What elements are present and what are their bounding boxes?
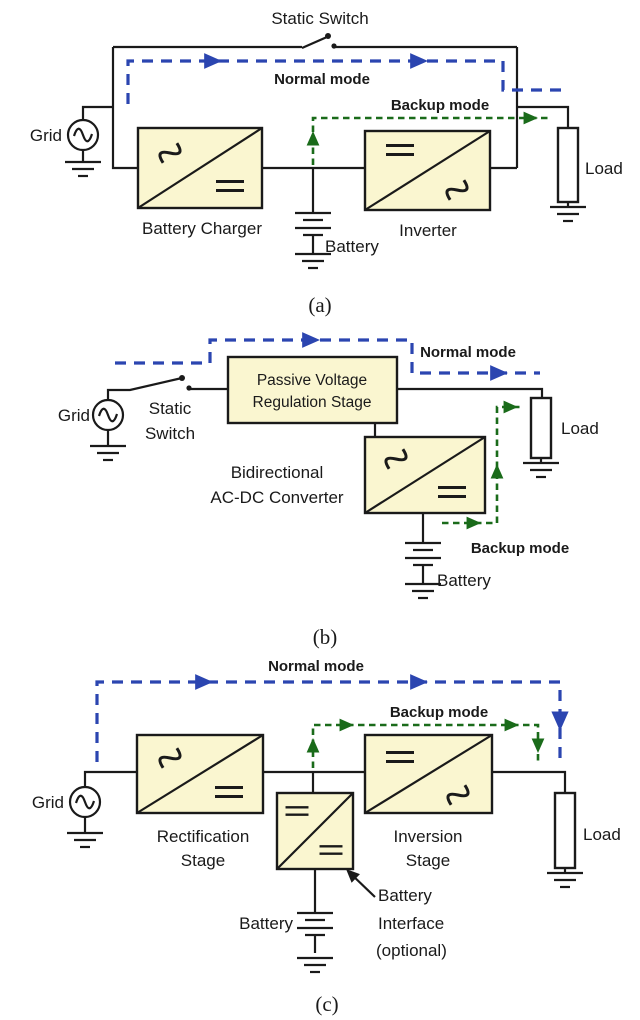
static-switch-label: Static Switch [271, 9, 368, 28]
grid-label: Grid [58, 406, 90, 425]
backup-mode-label: Backup mode [471, 540, 569, 557]
bidirectional-converter-box [363, 435, 487, 515]
switch-contact-dot [325, 33, 331, 39]
battery-charger-label: Battery Charger [142, 219, 262, 238]
grid-label: Grid [30, 126, 62, 145]
backup-mode-label: Backup mode [391, 97, 489, 114]
load-label: Load [585, 159, 623, 178]
panel-a: Static Switch Normal mode Backup mode Gr… [30, 9, 623, 317]
battery-charger-box [136, 126, 264, 210]
battery-label: Battery [437, 571, 491, 590]
normal-mode-label: Normal mode [268, 658, 364, 675]
inversion-stage-box [363, 733, 494, 815]
pvrs-box [226, 355, 399, 425]
backup-mode-label: Backup mode [390, 704, 488, 721]
battery-interface-label: Battery [378, 886, 432, 905]
backup-mode-path [306, 111, 548, 165]
rectification-stage-box [135, 733, 265, 815]
grid-label: Grid [32, 793, 64, 812]
load-resistor [521, 396, 561, 479]
panel-c: Normal mode Backup mode Grid Rectificati… [32, 658, 621, 1016]
load-label: Load [583, 825, 621, 844]
battery-label: Battery [325, 237, 379, 256]
wires-c [83, 770, 567, 913]
backup-mode-path [442, 400, 520, 530]
inversion-stage-label: Stage [406, 851, 450, 870]
static-switch-icon [106, 376, 183, 400]
switch-contact-dot [331, 43, 337, 49]
inverter-box [363, 129, 492, 212]
bidirectional-converter-label: Bidirectional [231, 463, 324, 482]
bidirectional-converter-label: AC-DC Converter [210, 488, 344, 507]
load-resistor [548, 126, 588, 223]
switch-contact-dot [186, 385, 192, 391]
caption-a: (a) [308, 293, 331, 317]
normal-mode-path [126, 53, 565, 104]
switch-contact-dot [179, 375, 185, 381]
battery-label: Battery [239, 914, 293, 933]
pvrs-label: Passive Voltage [257, 372, 367, 389]
battery-interface-box [275, 791, 355, 871]
rectification-stage-label: Stage [181, 851, 225, 870]
normal-mode-path [115, 332, 540, 381]
battery-interface-label: (optional) [376, 941, 447, 960]
caption-c: (c) [315, 992, 338, 1016]
normal-mode-path [95, 674, 569, 765]
rectification-stage-label: Rectification [157, 827, 250, 846]
wires-a [81, 35, 570, 213]
normal-mode-label: Normal mode [274, 71, 370, 88]
battery-interface-label: Interface [378, 914, 444, 933]
backup-mode-path [306, 718, 545, 768]
inverter-label: Inverter [399, 221, 457, 240]
load-label: Load [561, 419, 599, 438]
caption-b: (b) [313, 625, 338, 649]
inversion-stage-label: Inversion [394, 827, 463, 846]
normal-mode-label: Normal mode [420, 344, 516, 361]
static-switch-icon [301, 35, 328, 50]
static-switch-label: Static [149, 399, 192, 418]
load-resistor [545, 791, 585, 889]
static-switch-label: Switch [145, 424, 195, 443]
pvrs-label: Regulation Stage [253, 394, 372, 411]
panel-b: Grid Static Switch Passive Voltage Regul… [58, 332, 599, 649]
